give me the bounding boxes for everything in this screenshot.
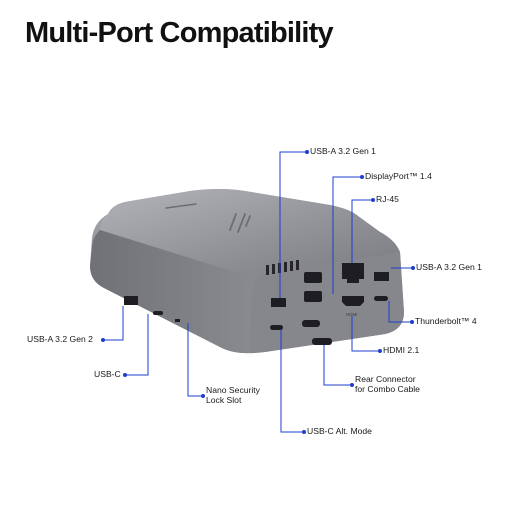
- label-usb-c: USB-C: [94, 369, 121, 379]
- label-nano-lock-line2: Lock Slot: [206, 395, 242, 405]
- callout-lines: [103, 151, 413, 433]
- thunderbolt-port-icon[interactable]: [374, 296, 388, 301]
- usb-c-port-icon[interactable]: [302, 320, 320, 327]
- label-hdmi: HDMI 2.1: [383, 345, 420, 355]
- rj45-port-icon[interactable]: [342, 263, 364, 279]
- hp-logo-icon: [229, 213, 251, 233]
- hdmi-port-icon[interactable]: [342, 296, 364, 306]
- label-nano-lock-line1: Nano Security: [206, 385, 260, 395]
- label-usb-a-side: USB-A 3.2 Gen 2: [27, 334, 93, 344]
- rear-connector-icon[interactable]: [312, 338, 332, 345]
- label-usb-a-right: USB-A 3.2 Gen 1: [416, 262, 482, 272]
- lock-slot-icon[interactable]: [175, 319, 180, 322]
- callout-dots: [101, 150, 415, 434]
- rj45-tab: [347, 279, 359, 283]
- usb-a-port-icon[interactable]: [271, 298, 286, 307]
- label-nano-lock: Nano Security Lock Slot: [206, 385, 260, 405]
- displayport-icon[interactable]: [304, 291, 322, 302]
- label-thunderbolt: Thunderbolt™ 4: [415, 316, 477, 326]
- label-rj45: RJ-45: [376, 194, 399, 204]
- label-usb-c-alt: USB-C Alt. Mode: [307, 426, 372, 436]
- label-rear-connector-line1: Rear Connector: [355, 374, 416, 384]
- usb-c-port-icon[interactable]: [270, 325, 283, 330]
- page-title: Multi-Port Compatibility: [25, 17, 334, 49]
- label-displayport: DisplayPort™ 1.4: [365, 171, 432, 181]
- label-usb-a-top: USB-A 3.2 Gen 1: [310, 146, 376, 156]
- label-rear-connector: Rear Connector for Combo Cable: [355, 374, 420, 394]
- usb-a-port-icon[interactable]: [374, 272, 389, 281]
- displayport-icon[interactable]: [304, 272, 322, 283]
- usb-a-port-icon[interactable]: [124, 296, 138, 305]
- label-rear-connector-line2: for Combo Cable: [355, 384, 420, 394]
- dock-device: [90, 189, 404, 354]
- usb-c-port-icon[interactable]: [153, 311, 163, 315]
- hdmi-text: HDMI: [346, 312, 358, 317]
